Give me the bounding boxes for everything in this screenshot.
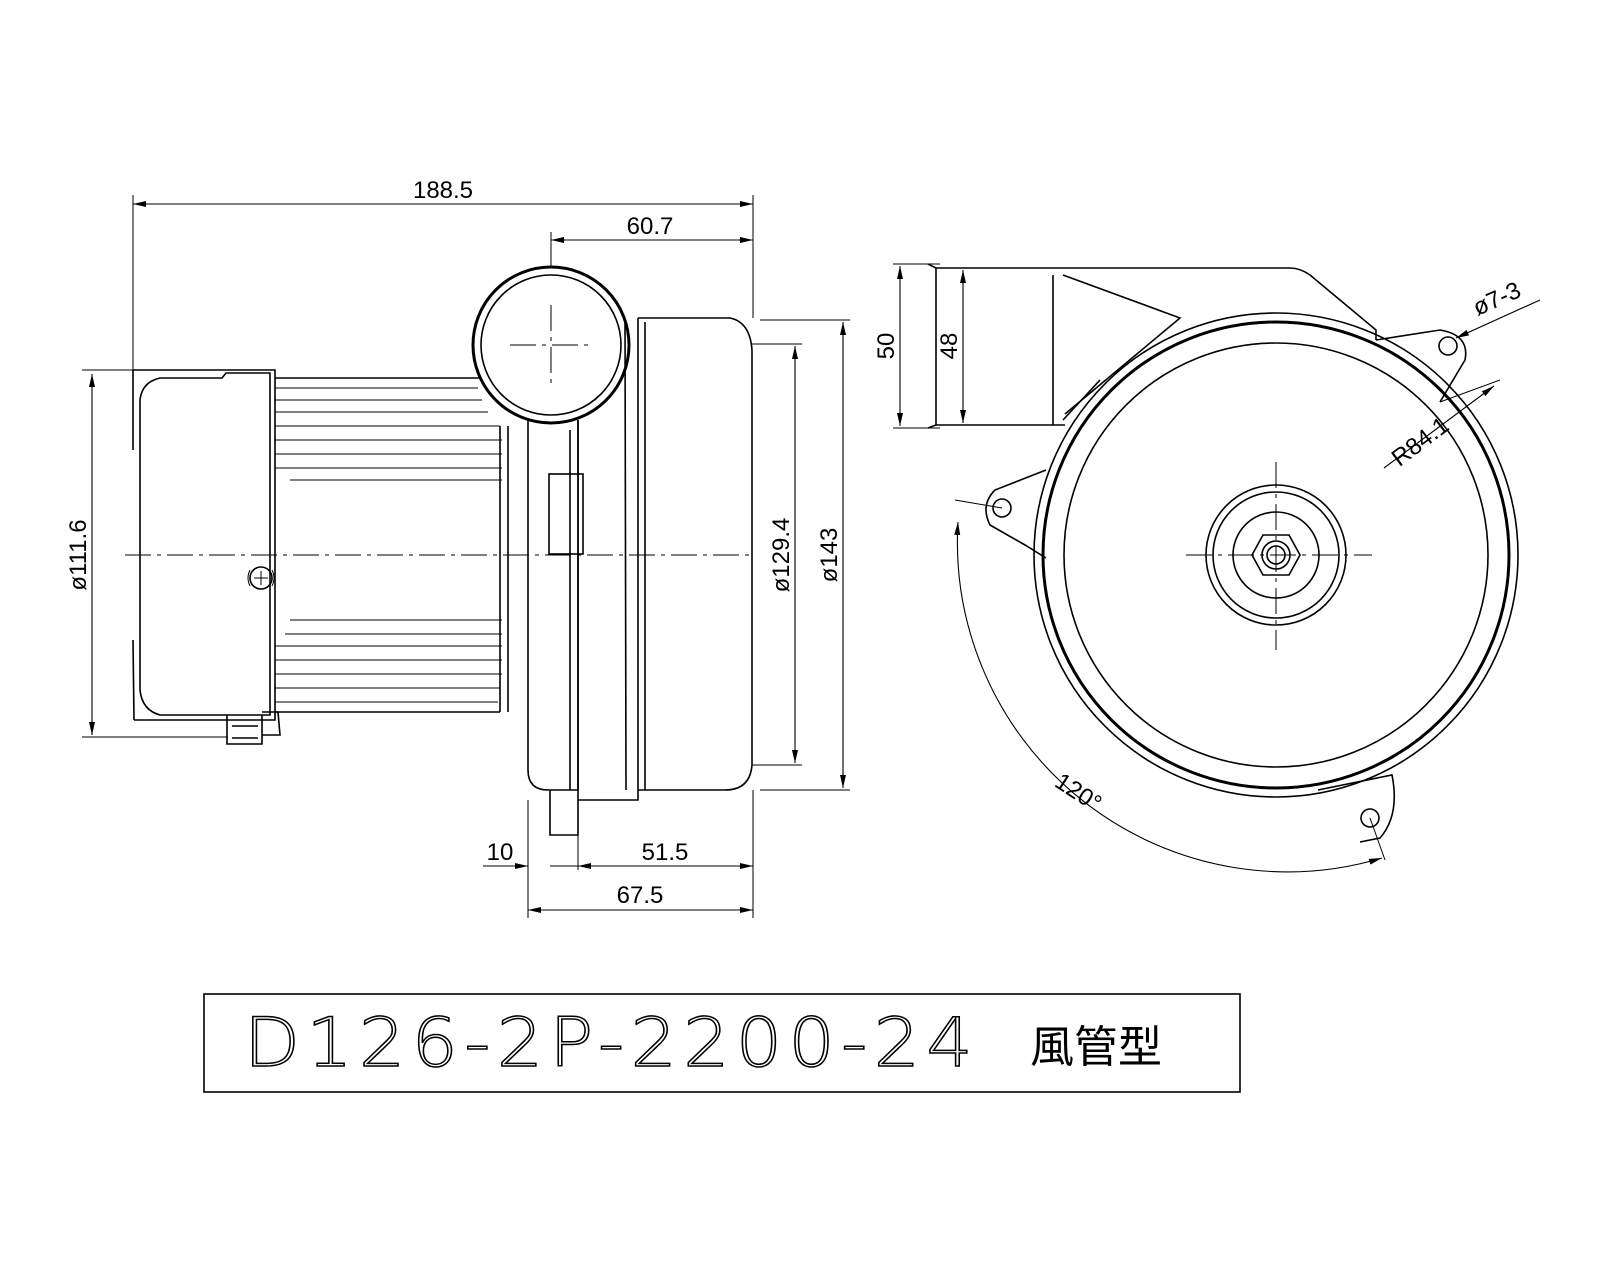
housing-front (1033, 312, 1519, 798)
dim-total-depth-label: 67.5 (617, 882, 664, 909)
dim-motor-diameter-label: ø111.6 (65, 519, 92, 590)
dim-outlet-inner-label: 48 (936, 333, 963, 360)
dim-mount-hole-label: ø7-3 (1469, 277, 1525, 322)
dim-outlet-outer: 50 (873, 263, 940, 429)
dim-motor-diameter: ø111.6 (65, 369, 228, 738)
dim-mount-radius-label: R84.1 (1387, 412, 1454, 472)
side-view: 188.5 60.7 ø111.6 ø129.4 ø143 10 (65, 177, 850, 918)
mount-ear-bottom (1317, 774, 1396, 843)
outlet-duct (927, 263, 1377, 429)
dim-depths: 10 51.5 67.5 (483, 790, 754, 918)
title-block: D126-2P-2200-24 風管型 (203, 993, 1241, 1093)
dim-housing-outer-label: ø143 (816, 528, 843, 583)
motor-end-cap (132, 369, 281, 745)
model-number: D126-2P-2200-24 (244, 1004, 979, 1083)
front-view: 50 48 ø7-3 R84.1 120° (873, 263, 1541, 873)
motor-fins (275, 377, 509, 713)
mount-ear-top (1375, 329, 1467, 403)
dim-mount-angle: 120° (954, 499, 1386, 873)
dim-outlet-offset: 60.7 (550, 213, 753, 267)
dim-outlet-offset-label: 60.7 (627, 213, 674, 240)
dim-overall-length: 188.5 (132, 177, 754, 370)
dim-body-depth-label: 51.5 (642, 839, 689, 866)
dim-mount-radius: R84.1 (1383, 379, 1501, 472)
dim-housing-inner-diameter: ø129.4 (752, 343, 802, 766)
dim-outlet-inner: 48 (936, 270, 966, 423)
dim-mount-hole: ø7-3 (1455, 277, 1541, 339)
blower-housing-side (527, 317, 753, 836)
model-type: 風管型 (1030, 1022, 1162, 1073)
dim-housing-outer-diameter: ø143 (760, 319, 850, 791)
dim-housing-inner-label: ø129.4 (768, 518, 795, 593)
dim-mount-angle-label: 120° (1050, 768, 1106, 818)
dim-flange-thickness-label: 10 (487, 839, 514, 866)
dim-outlet-outer-label: 50 (873, 333, 900, 360)
outlet-tube-side (471, 265, 631, 425)
dim-overall-length-label: 188.5 (413, 177, 473, 204)
